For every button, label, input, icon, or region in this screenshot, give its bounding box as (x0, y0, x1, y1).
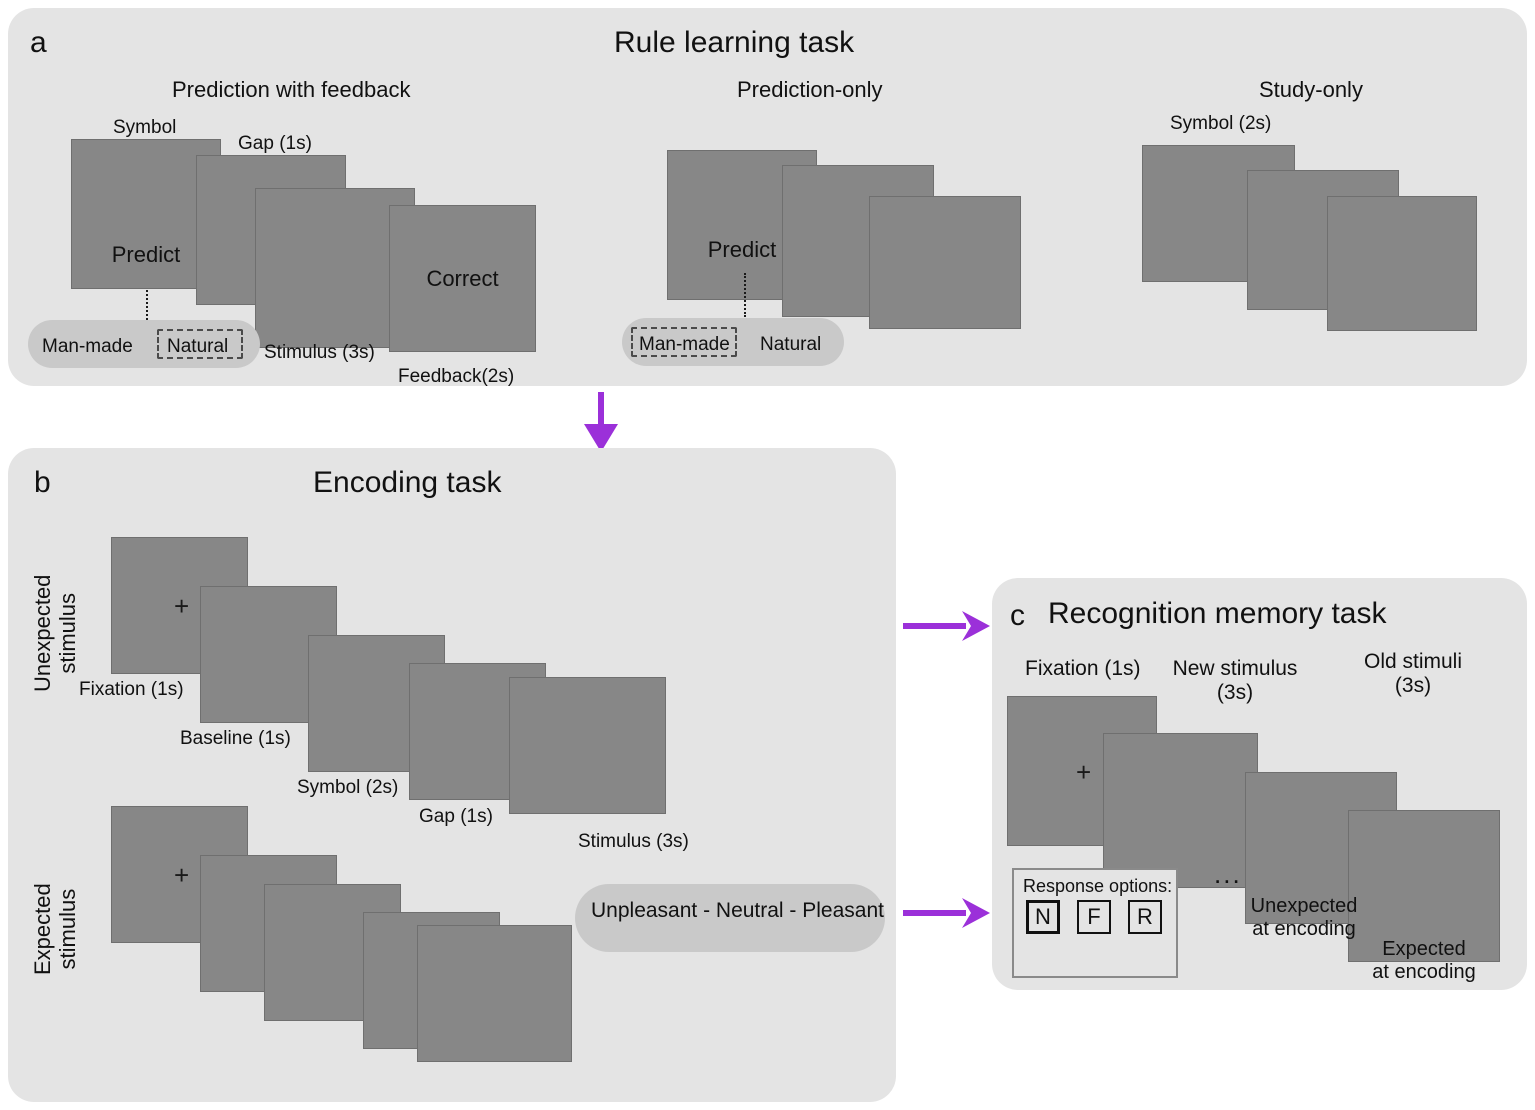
label-old-stimuli-c: Old stimuli(3s) (1363, 650, 1463, 698)
screen-label-gap-b1: Gap (1s) (419, 806, 493, 827)
screen-stimulus-b1 (509, 677, 666, 814)
connector-predict-to-options-a1 (146, 290, 148, 328)
response-option-man-made-a2[interactable]: Man-made (639, 334, 730, 355)
label-fixation-c: Fixation (1s) (1025, 657, 1141, 680)
screen-label-baseline-b1: Baseline (1s) (180, 728, 291, 749)
response-key-f[interactable]: F (1077, 900, 1111, 934)
panel-c-letter: c (1010, 599, 1025, 632)
column-title-study-only: Study-only (1259, 77, 1363, 102)
rating-pill[interactable] (575, 884, 885, 952)
screen-label-fixation-b1: Fixation (1s) (79, 679, 184, 700)
screen-text-correct: Correct (426, 266, 499, 291)
panel-a-letter: a (30, 26, 47, 59)
response-key-n[interactable]: N (1026, 900, 1060, 934)
panel-b-letter: b (34, 466, 51, 499)
rating-pill-label[interactable]: Unpleasant - Neutral - Pleasant (591, 899, 884, 922)
screen-new-stimulus-c (1103, 733, 1258, 888)
screen-stimulus-b2 (417, 925, 572, 1062)
panel-c-title: Recognition memory task (1048, 597, 1387, 630)
fixation-cross-b1: + (174, 591, 190, 621)
label-new-stimulus-c: New stimulus(3s) (1172, 657, 1298, 705)
response-selected-outline-a2 (631, 327, 737, 357)
arrow-a-to-b (584, 392, 618, 452)
screen-text-predict-a2: Predict (707, 237, 777, 262)
screen-stimulus-a2 (869, 196, 1021, 329)
screen-label-symbol-b1: Symbol (2s) (297, 777, 399, 798)
panel-b-title: Encoding task (313, 466, 502, 499)
panel-a-title: Rule learning task (614, 26, 855, 59)
fixation-cross-b2: + (174, 860, 190, 890)
screen-label-symbol-a1: Symbol (113, 117, 177, 138)
response-pill-a2[interactable] (622, 318, 844, 366)
screen-label-stimulus-b1: Stimulus (3s) (578, 831, 689, 852)
response-selected-outline-a1 (157, 329, 243, 359)
connector-predict-to-options-a2 (744, 273, 746, 317)
column-title-prediction-only: Prediction-only (737, 77, 883, 102)
screen-label-gap-a1: Gap (1s) (238, 133, 312, 154)
screen-label-stimulus-a1: Stimulus (3s) (264, 342, 375, 363)
response-pill-a1[interactable] (28, 320, 260, 368)
screen-label-feedback-a1: Feedback(2s) (398, 366, 515, 387)
screen-label-symbol-a3: Symbol (2s) (1170, 113, 1272, 134)
response-options-title: Response options: (1023, 876, 1173, 896)
fixation-cross-c: + (1076, 757, 1092, 787)
response-option-natural-a1[interactable]: Natural (167, 336, 229, 357)
screen-stimulus-a1 (255, 188, 415, 348)
arrow-b-to-c-top (903, 611, 990, 641)
ellipsis-c: ... (1214, 859, 1242, 889)
screen-text-predict: Predict (111, 242, 181, 267)
response-option-man-made-a1[interactable]: Man-made (42, 336, 133, 357)
response-key-r[interactable]: R (1128, 900, 1162, 934)
arrow-b-to-c-bottom (903, 898, 990, 928)
screen-old-expected-c (1348, 810, 1500, 962)
response-option-natural-a2[interactable]: Natural (760, 334, 822, 355)
screen-stimulus-a3 (1327, 196, 1477, 331)
column-title-prediction-with-feedback: Prediction with feedback (172, 77, 411, 102)
screen-feedback-a1: Correct (389, 205, 536, 352)
